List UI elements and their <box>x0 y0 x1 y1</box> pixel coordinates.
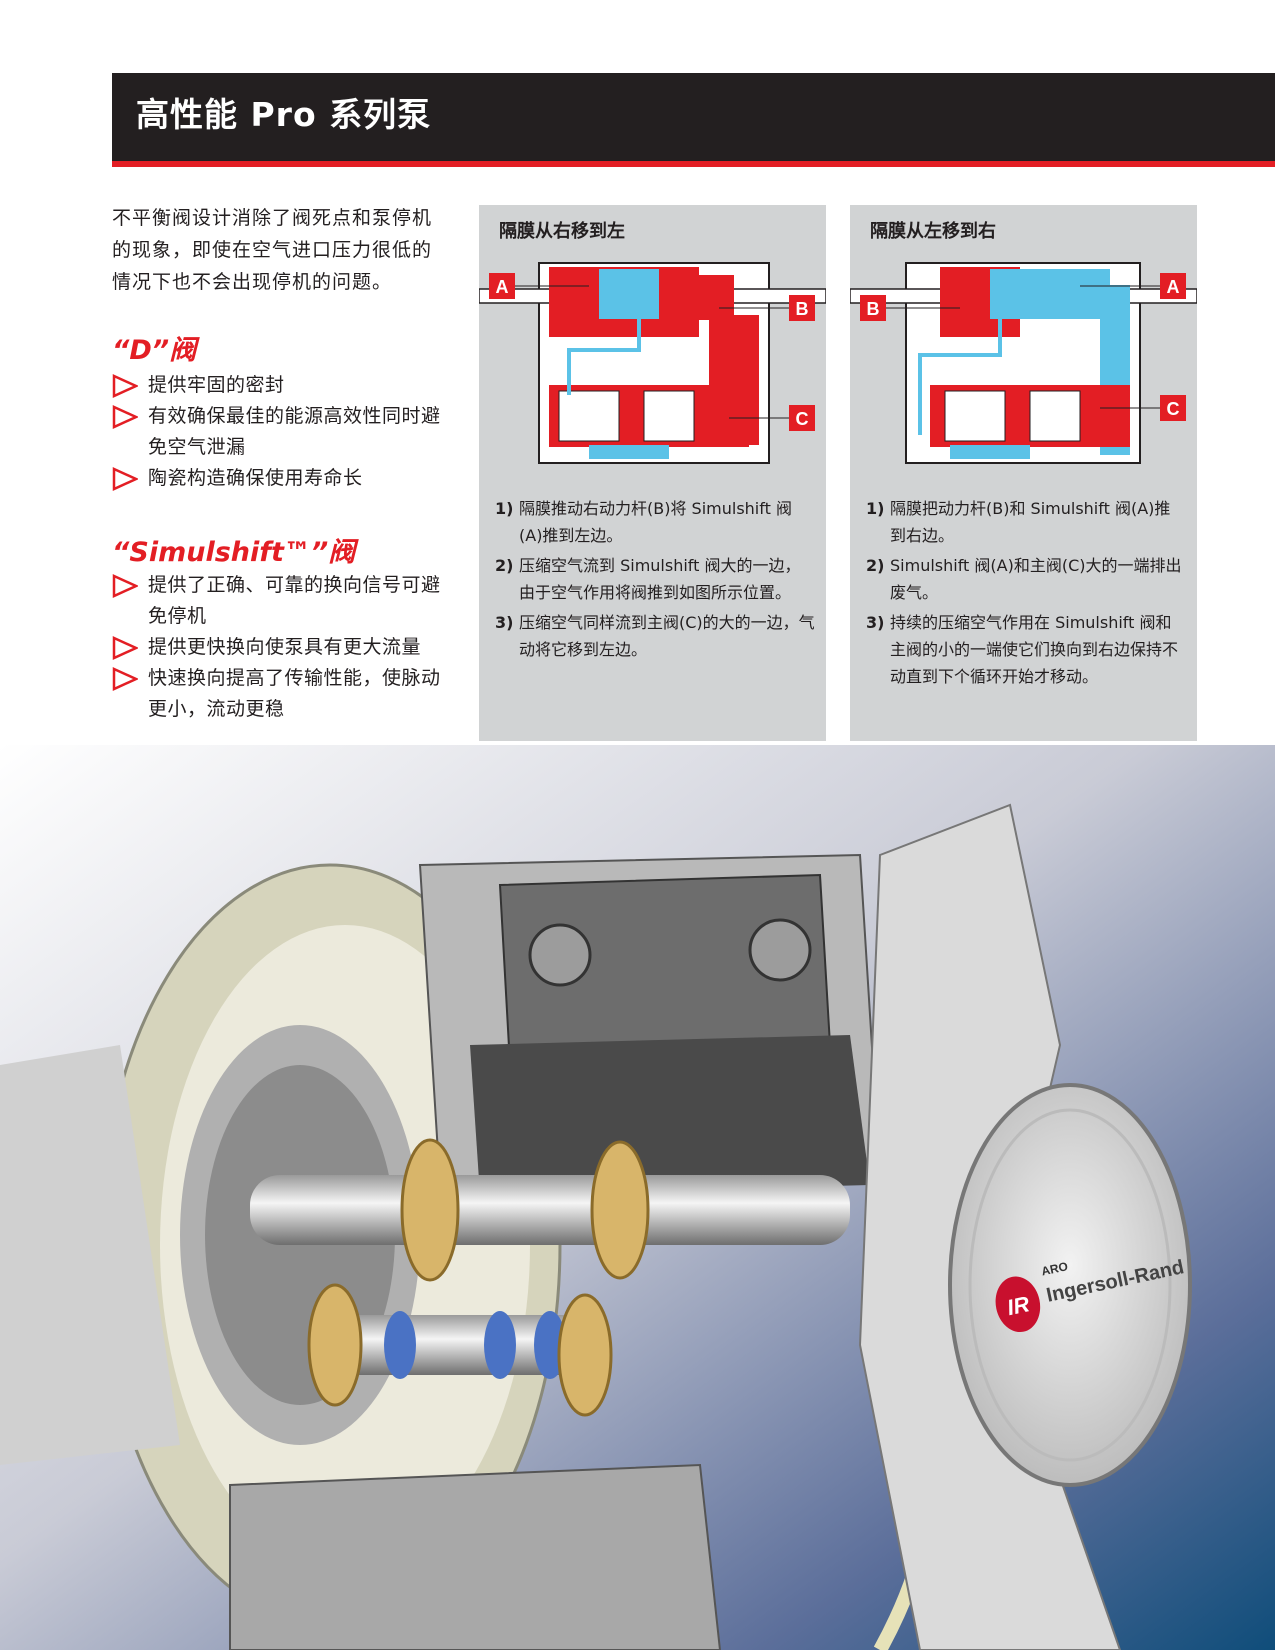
simulshift-heading: “Simulshift™”阀 <box>112 537 356 568</box>
d-valve-heading: “D”阀 <box>112 335 197 366</box>
list-item: 3)压缩空气同样流到主阀(C)的大的一边，气动将它移到左边。 <box>495 613 815 659</box>
list-item: 3)持续的压缩空气作用在 Simulshift 阀和主阀的小的一端使它们换向到右… <box>866 613 1179 686</box>
steps-list: 1)隔膜推动右动力杆(B)将 Simulshift 阀(A)推到左边。 2)压缩… <box>495 495 815 666</box>
triangle-bullet-icon <box>112 667 138 691</box>
d-valve-bullets: 提供牢固的密封 有效确保最佳的能源高效性同时避免空气泄漏 陶瓷构造确保使用寿命长 <box>112 370 452 494</box>
list-item: 2)Simulshift 阀(A)和主阀(C)大的一端排出废气。 <box>866 556 1182 602</box>
list-item: 陶瓷构造确保使用寿命长 <box>112 463 452 494</box>
ir-logo-icon <box>995 1276 1041 1333</box>
triangle-bullet-icon <box>112 574 138 598</box>
list-item: 提供更快换向使泵具有更大流量 <box>112 632 452 663</box>
diagram-label-a: A <box>1167 277 1180 297</box>
header-red-rule <box>112 161 1275 167</box>
valve-diagram-right-to-left: A B C <box>479 262 826 464</box>
diagram-label-c: C <box>1167 399 1180 419</box>
intro-paragraph: 不平衡阀设计消除了阀死点和泵停机的现象，即使在空气进口压力很低的情况下也不会出现… <box>112 207 433 293</box>
panel-left-to-right: 隔膜从左移到右 B A C 1)隔膜把动力杆(B)和 Simulshift 阀(… <box>850 205 1197 741</box>
simulshift-bullets: 提供了正确、可靠的换向信号可避免停机 提供更快换向使泵具有更大流量 快速换向提高… <box>112 570 452 725</box>
list-item: 1)隔膜把动力杆(B)和 Simulshift 阀(A)推到右边。 <box>866 499 1171 545</box>
diagram-label-b: B <box>796 299 809 319</box>
steps-list: 1)隔膜把动力杆(B)和 Simulshift 阀(A)推到右边。 2)Simu… <box>866 495 1186 693</box>
panel-title: 隔膜从左移到右 <box>870 221 996 242</box>
list-item: 2)压缩空气流到 Simulshift 阀大的一边，由于空气作用将阀推到如图所示… <box>495 556 801 602</box>
list-item: 有效确保最佳的能源高效性同时避免空气泄漏 <box>112 401 452 463</box>
valve-diagram-left-to-right: B A C <box>850 262 1197 464</box>
diagram-label-c: C <box>796 409 809 429</box>
pump-cutaway-illustration: IR ARO Ingersoll-Rand <box>0 745 1275 1650</box>
list-item: 快速换向提高了传输性能，使脉动更小，流动更稳 <box>112 663 452 725</box>
diagram-label-b: B <box>867 299 880 319</box>
page-title: 高性能 Pro 系列泵 <box>136 95 432 134</box>
header-bar <box>112 73 1275 161</box>
triangle-bullet-icon <box>112 374 138 398</box>
diagram-label-a: A <box>496 277 509 297</box>
list-item: 提供了正确、可靠的换向信号可避免停机 <box>112 570 452 632</box>
list-item: 提供牢固的密封 <box>112 370 452 401</box>
panel-title: 隔膜从右移到左 <box>499 221 625 242</box>
list-item: 1)隔膜推动右动力杆(B)将 Simulshift 阀(A)推到左边。 <box>495 499 792 545</box>
panel-right-to-left: 隔膜从右移到左 A B C 1)隔膜推动右动力杆(B)将 Simulshift … <box>479 205 826 741</box>
triangle-bullet-icon <box>112 467 138 491</box>
triangle-bullet-icon <box>112 405 138 429</box>
logo-aro: ARO <box>1040 1259 1069 1278</box>
triangle-bullet-icon <box>112 636 138 660</box>
logo-mark: IR <box>1005 1291 1032 1320</box>
